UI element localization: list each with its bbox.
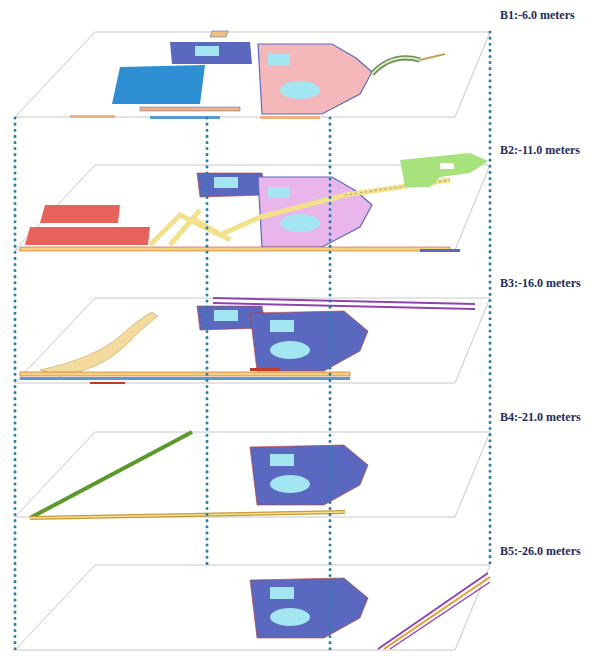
floor-depth-label: B2:-11.0 meters bbox=[500, 143, 580, 157]
dotted-alignment-line bbox=[206, 118, 209, 565]
floor-b1-plan bbox=[112, 65, 205, 104]
floor-b5-plan bbox=[250, 573, 490, 649]
floor-b5-plan bbox=[384, 577, 490, 649]
dotted-alignment-line bbox=[329, 118, 332, 650]
floor-b2-plan bbox=[20, 247, 450, 251]
floor-depth-label: B3:-16.0 meters bbox=[500, 276, 581, 290]
floor-b4-plan bbox=[30, 512, 345, 518]
floor-b2-plan bbox=[20, 153, 488, 252]
floor-b3-plan bbox=[20, 372, 350, 376]
floor-b1-plan bbox=[372, 58, 420, 74]
floor-b1-plan bbox=[372, 58, 420, 74]
floor-b4-plan bbox=[250, 445, 368, 505]
floor-plane bbox=[15, 432, 490, 517]
floor-b3-plan bbox=[213, 303, 475, 309]
floor-plane bbox=[15, 565, 490, 650]
floor-b2-plan bbox=[25, 227, 150, 245]
floor-b4-plan bbox=[30, 512, 345, 518]
floor-b5-plan bbox=[378, 573, 488, 649]
floor-b1-plan bbox=[420, 54, 445, 60]
floor-b3-plan bbox=[250, 311, 368, 371]
floor-depth-label: B1:-6.0 meters bbox=[500, 8, 575, 22]
floor-b3-plan bbox=[250, 368, 280, 371]
floor-b2-plan bbox=[440, 163, 454, 169]
floor-b1-plan bbox=[280, 81, 320, 99]
dotted-alignment-line bbox=[489, 32, 492, 565]
floor-depth-label: B4:-21.0 meters bbox=[500, 410, 581, 424]
floor-b2-plan bbox=[280, 214, 320, 232]
floor-plane bbox=[15, 32, 490, 650]
floor-b1-plan bbox=[70, 31, 445, 119]
floor-b2-plan bbox=[420, 249, 460, 252]
floor-b1-plan bbox=[210, 31, 228, 37]
dotted-alignment-line bbox=[14, 118, 17, 650]
dotted-alignment-line bbox=[15, 32, 490, 650]
floor-b5-plan bbox=[250, 578, 368, 638]
floor-b2-plan bbox=[40, 205, 120, 223]
floor-b1-plan bbox=[70, 115, 115, 118]
floor-b1-plan bbox=[140, 107, 240, 111]
floor-depth-label: B5:-26.0 meters bbox=[500, 544, 581, 558]
floor-b1-plan bbox=[258, 44, 372, 114]
floor-b1-plan bbox=[170, 42, 252, 64]
floor-b4-plan bbox=[30, 432, 192, 518]
floor-b4-plan bbox=[30, 432, 368, 518]
floor-b2-plan bbox=[268, 187, 290, 198]
floor-plane bbox=[15, 32, 490, 117]
floor-b3-plan bbox=[90, 382, 125, 384]
floor-b1-plan bbox=[268, 54, 290, 65]
floor-b2-plan bbox=[150, 180, 450, 245]
floor-b1-plan bbox=[195, 46, 219, 56]
floor-plane bbox=[15, 298, 490, 383]
floor-b2-plan bbox=[400, 153, 488, 187]
floor-b1-plan bbox=[260, 116, 320, 119]
floor-b3-plan bbox=[20, 377, 350, 380]
floor-b1-plan bbox=[150, 116, 220, 119]
floor-b5-plan bbox=[390, 582, 490, 649]
floor-b2-plan bbox=[170, 210, 230, 245]
floor-b3-plan bbox=[20, 298, 475, 384]
floor-b3-plan bbox=[40, 312, 158, 376]
